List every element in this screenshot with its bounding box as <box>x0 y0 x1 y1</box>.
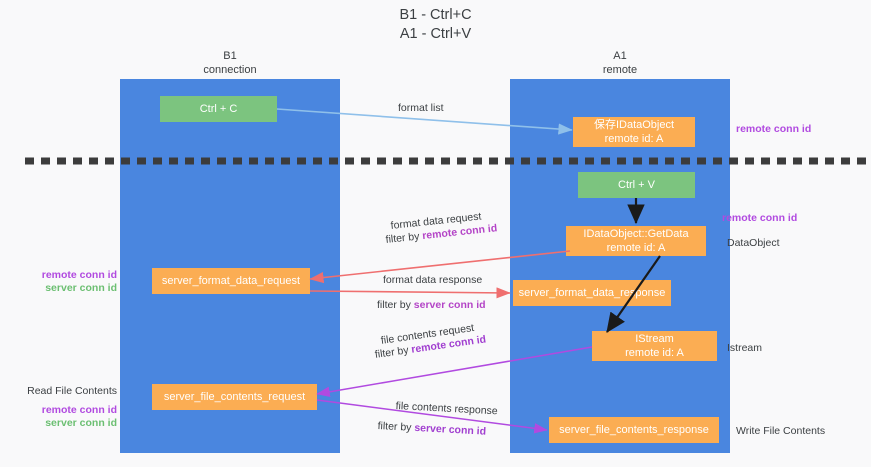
edge-label-format-data-response-filter: filter by server conn id <box>377 298 486 312</box>
filter-prefix: filter by <box>374 343 413 361</box>
node-save-idataobject-label: 保存IDataObject <box>593 119 675 131</box>
annotation-text: server conn id <box>45 282 117 294</box>
node-idataobject-getdata-sublabel: remote id: A <box>606 242 666 254</box>
annotation-text: Istream <box>727 342 763 354</box>
annotation-left-remote-conn-id: remote conn id <box>0 268 117 282</box>
filter-key-server-conn-id: server conn id <box>413 299 486 311</box>
annotation-right-remote-conn-id-mid: remote conn id <box>722 211 797 225</box>
node-istream[interactable]: IStream remote id: A <box>592 331 717 361</box>
annotation-left-read-file-contents: Read File Contents <box>0 384 117 398</box>
node-server-file-contents-response[interactable]: server_file_contents_response <box>549 417 719 443</box>
edge-label-format-list-text: format list <box>398 102 444 114</box>
node-server-file-contents-request-label: server_file_contents_request <box>163 391 306 403</box>
node-ctrl-v[interactable]: Ctrl + V <box>578 172 695 198</box>
node-ctrl-c-label: Ctrl + C <box>199 103 238 115</box>
annotation-text: remote conn id <box>736 123 812 135</box>
annotation-text: remote conn id <box>41 404 117 416</box>
node-save-idataobject[interactable]: 保存IDataObject remote id: A <box>573 117 695 147</box>
node-ctrl-v-label: Ctrl + V <box>618 179 655 191</box>
edge-label-file-contents-response-filter: filter by server conn id <box>377 419 486 439</box>
annotation-right-write-file-contents: Write File Contents <box>736 424 825 438</box>
annotation-text: remote conn id <box>722 212 798 224</box>
node-ctrl-c[interactable]: Ctrl + C <box>160 96 277 122</box>
node-idataobject-getdata[interactable]: IDataObject::GetData remote id: A <box>566 226 706 256</box>
annotation-left-remote-conn-id-2: remote conn id <box>0 403 117 417</box>
annotation-text: DataObject <box>727 237 780 249</box>
connector-format-data-response <box>309 287 511 299</box>
lane-caption-a1: A1 remote <box>602 50 638 76</box>
node-istream-sublabel: remote id: A <box>625 347 684 359</box>
edge-label-file-contents-response: file contents response <box>395 399 498 418</box>
node-server-format-data-request-label: server_format_data_request <box>161 275 301 287</box>
node-server-format-data-response-label: server_format_data_response <box>518 287 666 299</box>
annotation-left-server-conn-id-2: server conn id <box>0 416 117 430</box>
edge-label-format-list: format list <box>398 101 444 115</box>
edge-label-format-data-response: format data response <box>383 273 482 287</box>
lane-caption-b1: B1 connection <box>203 50 257 76</box>
filter-prefix: filter by <box>385 230 423 246</box>
filter-prefix: filter by <box>377 299 414 311</box>
node-server-format-data-response[interactable]: server_format_data_response <box>513 280 671 306</box>
annotation-left-server-conn-id: server conn id <box>0 281 117 295</box>
annotation-right-remote-conn-id-top: remote conn id <box>736 122 811 136</box>
annotation-text: Write File Contents <box>736 425 826 437</box>
node-save-idataobject-sublabel: remote id: A <box>604 133 664 145</box>
annotation-text: Read File Contents <box>27 385 117 397</box>
diagram-title: B1 - Ctrl+C A1 - Ctrl+V <box>399 7 472 42</box>
filter-prefix: filter by <box>377 419 415 434</box>
annotation-right-dataobject: DataObject <box>727 236 780 250</box>
node-server-file-contents-response-label: server_file_contents_response <box>559 424 709 436</box>
node-istream-label: IStream <box>635 333 674 345</box>
node-idataobject-getdata-label: IDataObject::GetData <box>583 228 689 240</box>
annotation-text: server conn id <box>45 417 117 429</box>
annotation-right-istream: Istream <box>727 341 762 355</box>
node-server-file-contents-request[interactable]: server_file_contents_request <box>152 384 317 410</box>
annotation-text: remote conn id <box>41 269 117 281</box>
filter-key-server-conn-id: server conn id <box>414 421 487 438</box>
edge-label-format-data-response-text: format data response <box>383 274 483 286</box>
edge-label-file-contents-response-text: file contents response <box>395 399 498 418</box>
node-server-format-data-request[interactable]: server_format_data_request <box>152 268 310 294</box>
